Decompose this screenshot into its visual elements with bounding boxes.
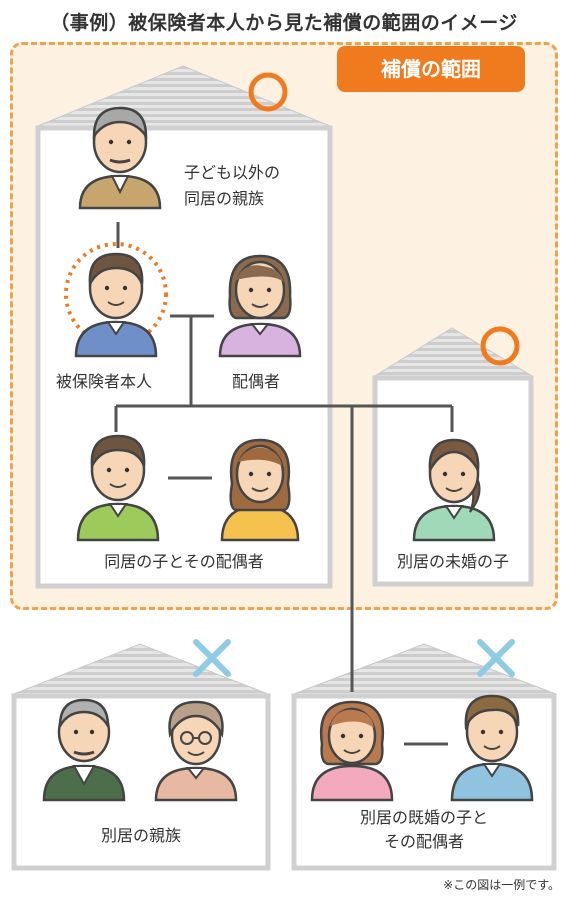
cohabiting-relatives-label-line2: 同居の親族 xyxy=(184,189,265,208)
spouse-label: 配偶者 xyxy=(232,372,281,391)
not-covered-cross-icon xyxy=(477,639,515,677)
insured-person-avatar xyxy=(74,252,158,358)
footnote: ※この図は一例です。 xyxy=(443,878,560,892)
separate-married-child-label: 別居の既婚の子と その配偶者 xyxy=(294,806,554,854)
separate-married-child-label-line2: その配偶者 xyxy=(383,832,464,851)
cohabiting-relatives-label-line1: 子ども以外の xyxy=(184,163,281,182)
not-covered-cross-icon xyxy=(193,639,231,677)
family-tree-lines xyxy=(114,222,454,746)
grandfather-avatar xyxy=(78,106,162,210)
diagram-title: （事例）被保険者本人から見た補償の範囲のイメージ xyxy=(50,12,518,34)
separate-grandfather-avatar xyxy=(42,698,126,802)
coverage-scope-badge: 補償の範囲 xyxy=(337,46,525,92)
spouse-avatar xyxy=(218,254,302,358)
separate-grandmother-avatar xyxy=(154,700,238,802)
insured-label: 被保険者本人 xyxy=(56,372,153,391)
separate-married-child-avatar xyxy=(310,700,394,802)
cohabiting-relatives-label: 子ども以外の 同居の親族 xyxy=(184,160,280,212)
separate-married-child-label-line1: 別居の既婚の子と xyxy=(359,808,488,827)
separate-unmarried-child-avatar xyxy=(412,438,496,542)
cohabiting-child-avatar xyxy=(76,434,160,542)
insured-highlight-ring xyxy=(64,242,168,346)
cohabiting-child-label: 同居の子とその配偶者 xyxy=(104,552,264,571)
separate-unmarried-child-label: 別居の未婚の子 xyxy=(396,552,509,571)
separate-relatives-label: 別居の親族 xyxy=(100,826,181,845)
covered-circle-icon xyxy=(248,72,288,112)
covered-circle-icon xyxy=(480,326,520,366)
separate-married-spouse-avatar xyxy=(450,694,534,802)
cohabiting-child-spouse-avatar xyxy=(220,438,300,542)
